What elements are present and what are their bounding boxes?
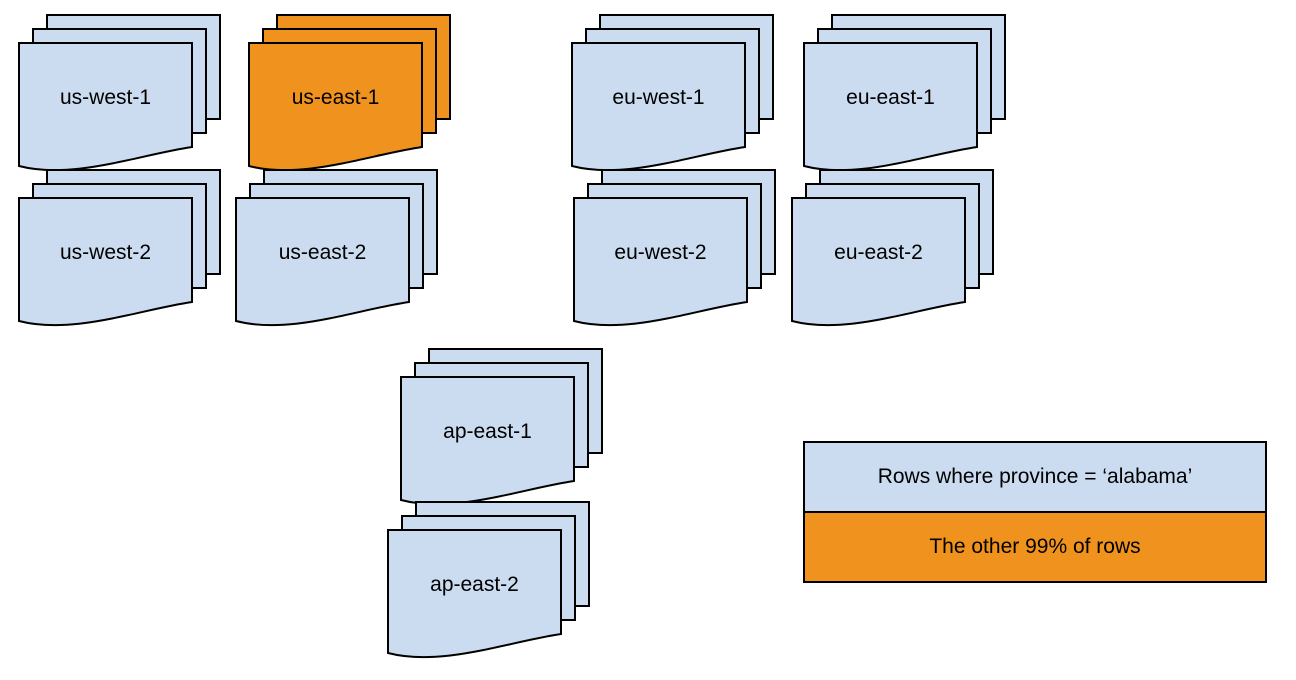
region-label: us-east-1 xyxy=(291,86,380,109)
front-document-sheet xyxy=(387,529,562,659)
front-document-sheet xyxy=(235,197,410,327)
document-stack-icon xyxy=(803,14,1006,172)
region-stack-us-east-1: us-east-1 xyxy=(248,14,452,172)
document-stack-icon xyxy=(571,14,774,172)
region-stack-eu-west-1: eu-west-1 xyxy=(571,14,775,172)
region-label: eu-east-2 xyxy=(834,241,923,264)
region-stack-eu-west-2: eu-west-2 xyxy=(573,169,777,327)
front-document-sheet xyxy=(400,376,575,506)
region-label: us-west-2 xyxy=(59,241,152,264)
document-stack-icon xyxy=(18,14,221,172)
region-stack-us-west-1: us-west-1 xyxy=(18,14,222,172)
region-stack-eu-east-2: eu-east-2 xyxy=(791,169,995,327)
region-stack-us-west-2: us-west-2 xyxy=(18,169,222,327)
document-stack-icon xyxy=(387,501,590,659)
legend-item-alabama-rows: Rows where province = ‘alabama’ xyxy=(805,443,1265,513)
document-stack-icon xyxy=(791,169,994,327)
document-stack-icon xyxy=(18,169,221,327)
front-document-sheet xyxy=(18,42,193,172)
document-stack-icon xyxy=(248,14,451,172)
region-label: eu-west-1 xyxy=(612,86,705,109)
region-label: eu-east-1 xyxy=(846,86,935,109)
front-document-sheet xyxy=(573,197,748,327)
region-stack-eu-east-1: eu-east-1 xyxy=(803,14,1007,172)
region-stack-ap-east-1: ap-east-1 xyxy=(400,348,604,506)
region-label: eu-west-2 xyxy=(614,241,707,264)
legend-item-other-rows: The other 99% of rows xyxy=(805,513,1265,581)
front-document-sheet xyxy=(18,197,193,327)
region-label: us-east-2 xyxy=(278,241,367,264)
document-stack-icon xyxy=(573,169,776,327)
region-stack-ap-east-2: ap-east-2 xyxy=(387,501,591,659)
legend: Rows where province = ‘alabama’ The othe… xyxy=(803,441,1267,583)
legend-item-label: Rows where province = ‘alabama’ xyxy=(877,465,1193,488)
region-stack-us-east-2: us-east-2 xyxy=(235,169,439,327)
region-label: ap-east-2 xyxy=(430,573,519,596)
front-document-sheet xyxy=(571,42,746,172)
front-document-sheet xyxy=(791,197,966,327)
front-document-sheet xyxy=(248,42,423,172)
region-label: us-west-1 xyxy=(59,86,152,109)
legend-item-label: The other 99% of rows xyxy=(929,535,1141,558)
document-stack-icon xyxy=(400,348,603,506)
document-stack-icon xyxy=(235,169,438,327)
front-document-sheet xyxy=(803,42,978,172)
region-label: ap-east-1 xyxy=(443,420,532,443)
